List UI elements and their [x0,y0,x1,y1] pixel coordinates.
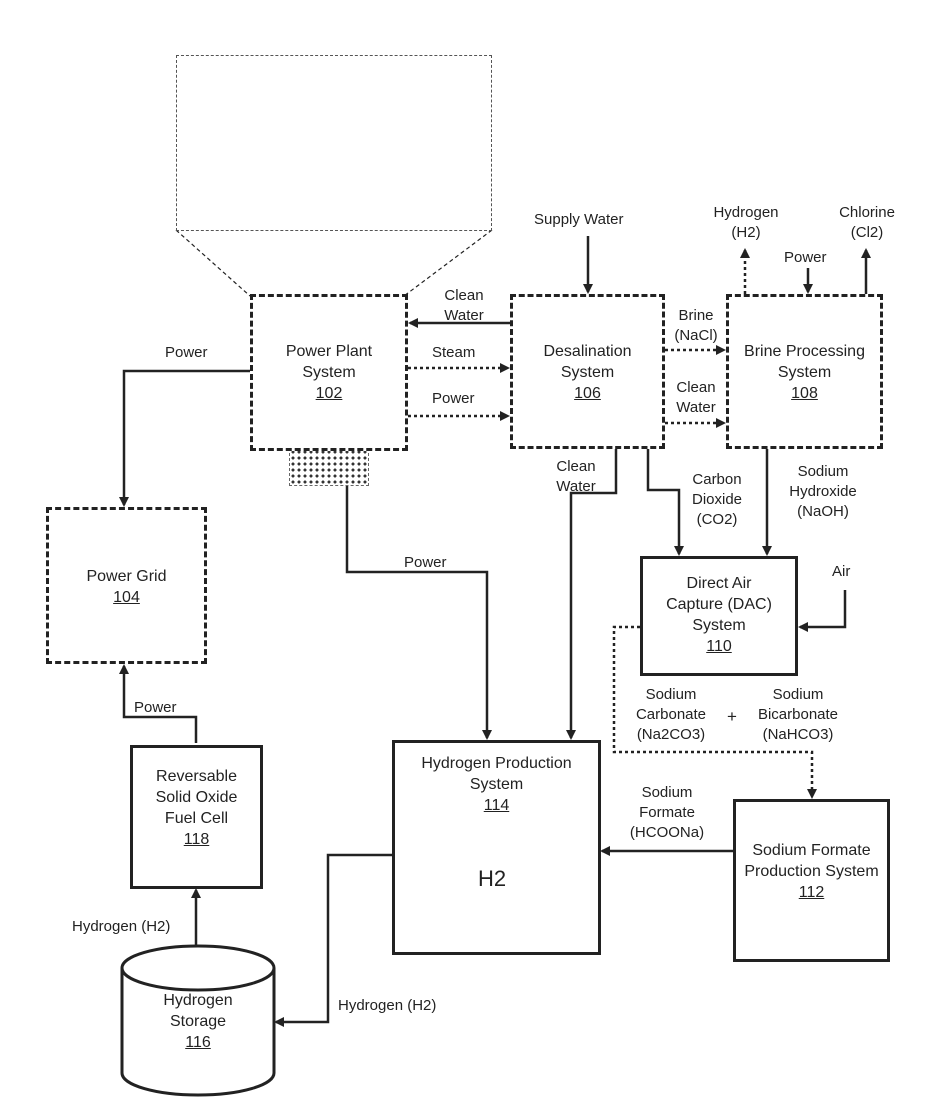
arrow-air [800,590,845,627]
desalination-box: Desalination System 106 [510,294,665,449]
label-power-to-h2: Power [404,553,447,573]
label-power-to-brine: Power [784,248,827,268]
label-power-to-desal: Power [432,389,475,409]
arrow-co2 [648,447,679,554]
power-grid-ref: 104 [49,587,204,608]
hydrogen-storage-name: Hydrogen Storage [140,990,256,1032]
label-brine: Brine (NaCl) [668,306,724,346]
hydrogen-storage-label: Hydrogen Storage 116 [140,990,256,1053]
hydrogen-production-name: Hydrogen Production System [395,753,598,795]
dac-name: Direct Air Capture (DAC) System [643,573,795,636]
power-plant-ref: 102 [253,383,405,404]
label-sodium-bicarbonate: Sodium Bicarbonate (NaHCO3) [750,685,846,745]
hydrogen-storage-ref: 116 [140,1032,256,1053]
power-plant-box: Power Plant System 102 [250,294,408,451]
label-hydrogen-top: Hydrogen (H2) [706,203,786,243]
label-clean-water-back: Clean Water [434,286,494,326]
hydrogen-production-box: Hydrogen Production System 114 [392,740,601,955]
sodium-formate-production-name: Sodium Formate Production System [736,840,887,882]
label-power-to-grid: Power [165,343,208,363]
arrow-power-to-grid [124,371,250,505]
power-plant-inset [176,55,492,231]
dac-ref: 110 [643,636,795,657]
label-hydrogen-to-fc: Hydrogen (H2) [72,917,170,937]
brine-processing-box: Brine Processing System 108 [726,294,883,449]
brine-processing-ref: 108 [729,383,880,404]
label-chlorine: Chlorine (Cl2) [830,203,904,243]
label-plus: + [727,707,737,727]
sodium-formate-production-box: Sodium Formate Production System 112 [733,799,890,962]
inset-callout-line-left [176,230,250,296]
h2-symbol: H2 [478,866,506,892]
fuel-cell-box: Reversable Solid Oxide Fuel Cell 118 [130,745,263,889]
label-sodium-formate: Sodium Formate (HCOONa) [618,783,716,843]
desalination-name: Desalination System [513,341,662,383]
hydrogen-production-ref: 114 [395,795,598,816]
label-co2: Carbon Dioxide (CO2) [684,470,750,530]
arrow-power-to-h2 [347,486,487,738]
dac-box: Direct Air Capture (DAC) System 110 [640,556,798,676]
label-clean-water-to-brine: Clean Water [668,378,724,418]
power-grid-name: Power Grid [49,566,204,587]
brine-processing-name: Brine Processing System [729,341,880,383]
label-hydrogen-to-storage: Hydrogen (H2) [338,996,436,1016]
label-supply-water: Supply Water [534,210,623,230]
label-steam: Steam [432,343,475,363]
fuel-cell-name: Reversable Solid Oxide Fuel Cell [133,766,260,829]
power-plant-name: Power Plant System [253,341,405,383]
sodium-formate-production-ref: 112 [736,882,887,903]
desalination-ref: 106 [513,383,662,404]
label-naoh: Sodium Hydroxide (NaOH) [784,462,862,522]
fuel-cell-ref: 118 [133,829,260,850]
label-clean-water-to-h2: Clean Water [546,457,606,497]
label-sodium-carbonate: Sodium Carbonate (Na2CO3) [628,685,714,745]
power-grid-box: Power Grid 104 [46,507,207,664]
label-power-fc-to-grid: Power [134,698,177,718]
label-air: Air [832,562,850,582]
